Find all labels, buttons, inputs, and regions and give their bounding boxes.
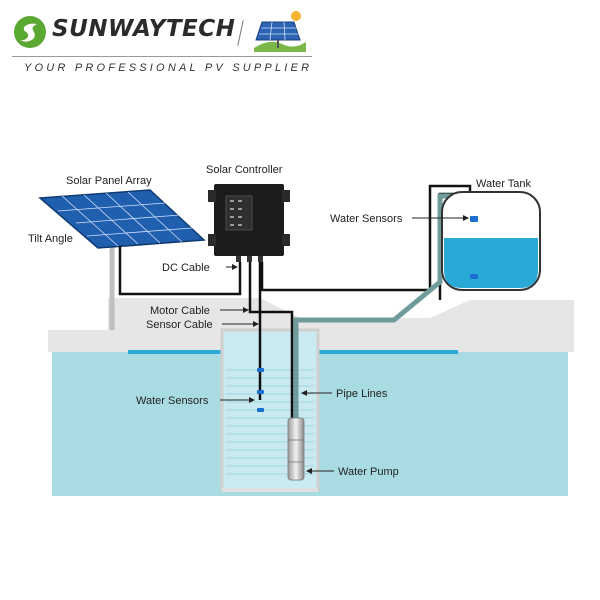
tagline: YOUR PROFESSIONAL PV SUPPLIER xyxy=(24,62,313,74)
label-water-sensors-tank: Water Sensors xyxy=(330,213,403,225)
well-water-sensors xyxy=(257,368,264,412)
tank-water xyxy=(444,238,538,288)
header: SUNWAYTECH YOUR PROFESSIONAL PV SUPPLIER xyxy=(0,0,600,90)
solar-panel xyxy=(38,189,206,249)
label-pipe-lines: Pipe Lines xyxy=(336,388,388,400)
water-tank xyxy=(441,191,541,291)
motor-cable xyxy=(248,262,294,418)
water-pump xyxy=(287,417,305,481)
solar-panel-array xyxy=(38,189,206,330)
dc-cable xyxy=(118,246,242,296)
label-tilt-angle: Tilt Angle xyxy=(28,233,73,245)
solar-controller xyxy=(208,184,290,262)
solar-panel-sun-icon xyxy=(254,11,306,52)
leader-arrows xyxy=(220,215,469,474)
ground-surface xyxy=(48,298,574,352)
label-motor-cable: Motor Cable xyxy=(150,305,210,317)
label-sensor-cable: Sensor Cable xyxy=(146,319,213,331)
ground-and-water xyxy=(48,298,574,496)
label-water-tank: Water Tank xyxy=(476,178,532,190)
pipe-line xyxy=(293,193,458,422)
well-bottom xyxy=(222,488,318,492)
tank-sensor-top xyxy=(470,216,478,222)
label-solar-panel-array: Solar Panel Array xyxy=(66,175,152,187)
header-rule xyxy=(12,56,312,57)
label-water-sensors-well: Water Sensors xyxy=(136,395,209,407)
brand-name: SUNWAYTECH xyxy=(52,16,236,42)
leaf-s-logo-icon xyxy=(14,16,46,48)
label-solar-controller: Solar Controller xyxy=(206,164,283,176)
label-dc-cable: DC Cable xyxy=(162,262,210,274)
tank-sensor-bottom xyxy=(470,274,478,279)
label-water-pump: Water Pump xyxy=(338,466,399,478)
